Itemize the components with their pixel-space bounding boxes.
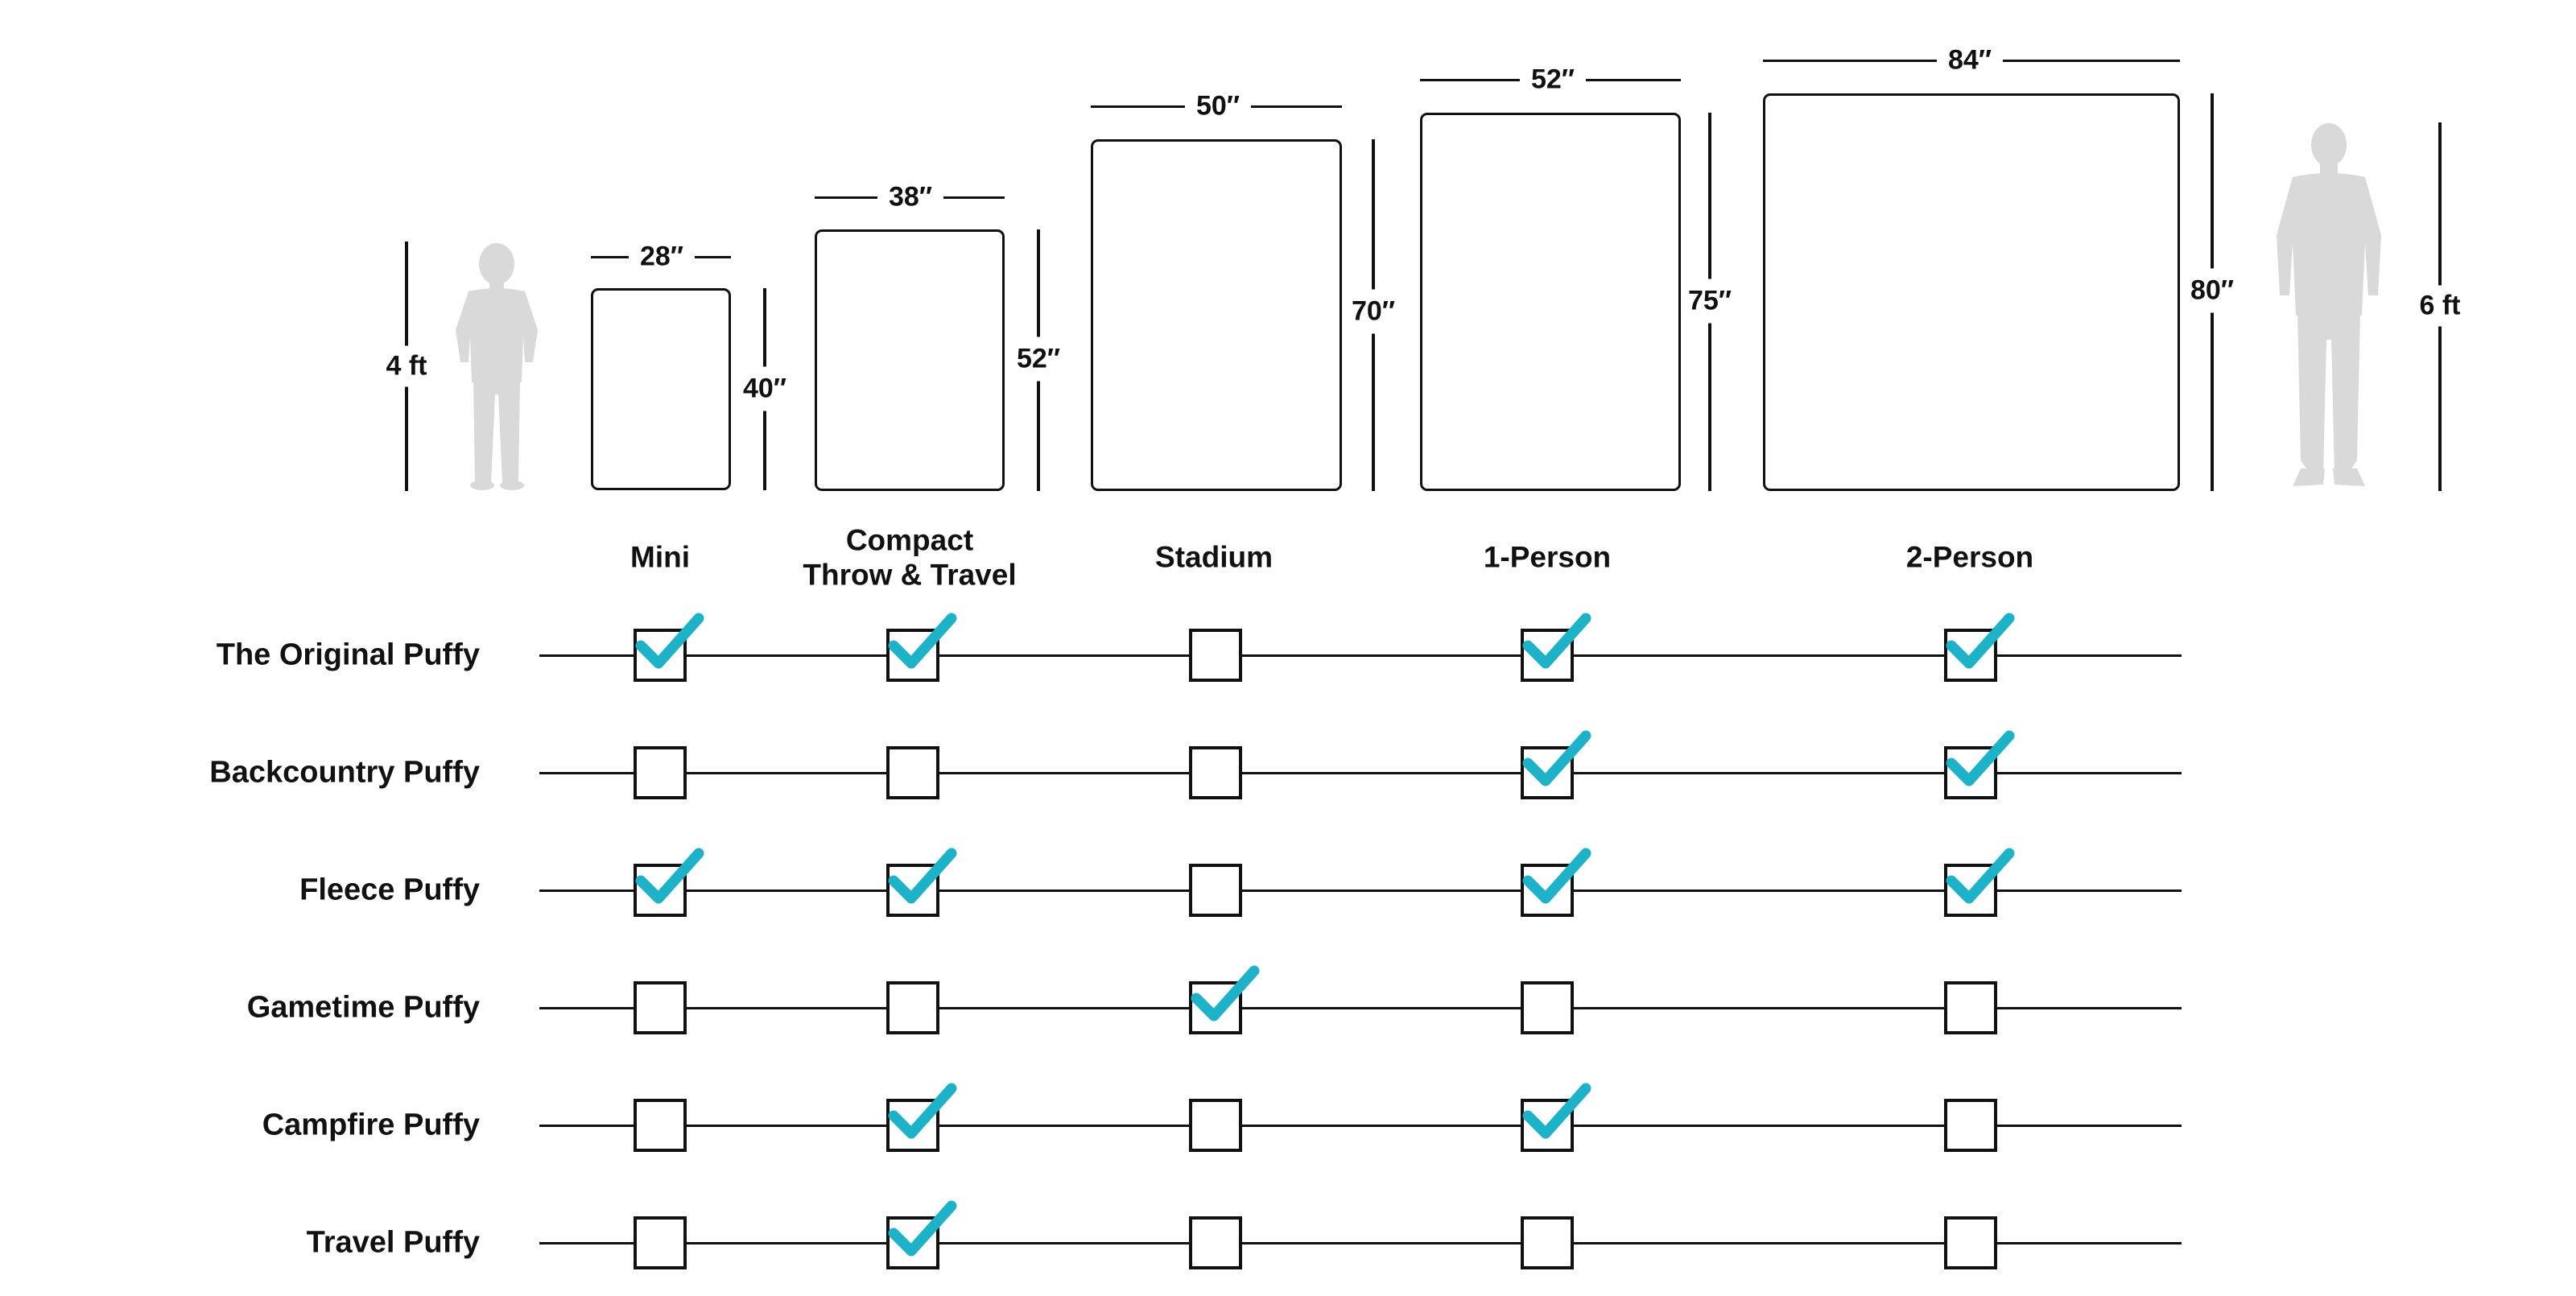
kid-height-label: 4 ft bbox=[386, 345, 427, 387]
checkmark-icon bbox=[888, 1200, 957, 1257]
availability-checkbox-stadium bbox=[1189, 864, 1242, 917]
checkmark-icon bbox=[1522, 1083, 1591, 1139]
height-label-stadium: 70″ bbox=[1351, 289, 1396, 334]
row-connector-line bbox=[539, 772, 2182, 774]
checkmark-icon bbox=[1522, 848, 1591, 904]
availability-checkbox-two_person bbox=[1944, 1216, 1997, 1269]
blanket-outline-two_person bbox=[1763, 93, 2180, 491]
availability-checkbox-compact bbox=[886, 981, 939, 1034]
height-label-one_person: 75″ bbox=[1687, 279, 1732, 324]
row-connector-line bbox=[539, 1007, 2182, 1009]
column-label-stadium: Stadium bbox=[1155, 540, 1273, 574]
blanket-outline-one_person bbox=[1420, 113, 1681, 491]
availability-checkbox-one_person bbox=[1521, 981, 1574, 1034]
availability-checkbox-mini bbox=[634, 981, 687, 1034]
column-label-2-person: 2-Person bbox=[1905, 540, 2034, 574]
column-label-1-person: 1-Person bbox=[1483, 540, 1612, 574]
width-label-stadium: 50″ bbox=[1184, 90, 1252, 122]
product-name: Fleece Puffy bbox=[299, 873, 480, 907]
column-label-mini: Mini bbox=[630, 540, 690, 574]
height-label-two_person: 80″ bbox=[2190, 268, 2235, 313]
row-connector-line bbox=[539, 889, 2182, 892]
child-silhouette-icon bbox=[456, 243, 538, 490]
column-label-compact: Compact Throw & Travel bbox=[803, 523, 1016, 592]
width-label-mini: 28″ bbox=[628, 241, 696, 273]
width-label-compact: 38″ bbox=[877, 181, 944, 213]
availability-checkbox-two_person bbox=[1944, 1099, 1997, 1152]
height-label-compact: 52″ bbox=[1016, 336, 1061, 382]
blanket-outline-compact bbox=[815, 229, 1005, 491]
blanket-outline-mini bbox=[591, 288, 731, 490]
checkmark-icon bbox=[1946, 730, 2015, 786]
column-label-compact-line1: Compact bbox=[845, 523, 974, 557]
availability-checkbox-stadium bbox=[1189, 1099, 1242, 1152]
row-connector-line bbox=[539, 654, 2182, 657]
checkmark-icon bbox=[888, 848, 957, 904]
width-label-one_person: 52″ bbox=[1519, 64, 1587, 96]
checkmark-icon bbox=[635, 613, 704, 669]
availability-checkbox-stadium bbox=[1189, 629, 1242, 682]
product-name: The Original Puffy bbox=[216, 638, 480, 672]
row-connector-line bbox=[539, 1125, 2182, 1127]
product-name: Campfire Puffy bbox=[262, 1108, 480, 1142]
product-name: Backcountry Puffy bbox=[209, 755, 480, 790]
availability-checkbox-one_person bbox=[1521, 1216, 1574, 1269]
availability-checkbox-stadium bbox=[1189, 746, 1242, 799]
checkmark-icon bbox=[1191, 965, 1260, 1022]
column-label-compact-line2: Throw & Travel bbox=[803, 558, 1017, 591]
product-name: Gametime Puffy bbox=[246, 990, 480, 1025]
checkmark-icon bbox=[888, 1083, 957, 1139]
product-name: Travel Puffy bbox=[306, 1225, 480, 1260]
availability-checkbox-mini bbox=[634, 1216, 687, 1269]
checkmark-icon bbox=[635, 848, 704, 904]
width-label-two_person: 84″ bbox=[1936, 44, 2004, 76]
availability-checkbox-compact bbox=[886, 746, 939, 799]
checkmark-icon bbox=[888, 613, 957, 669]
adult-silhouette-icon bbox=[2277, 123, 2381, 486]
blanket-outline-stadium bbox=[1091, 139, 1342, 491]
availability-checkbox-stadium bbox=[1189, 1216, 1242, 1269]
checkmark-icon bbox=[1522, 730, 1591, 786]
adult-height-label: 6 ft bbox=[2419, 285, 2461, 327]
checkmark-icon bbox=[1522, 613, 1591, 669]
availability-checkbox-mini bbox=[634, 746, 687, 799]
checkmark-icon bbox=[1946, 848, 2015, 904]
height-label-mini: 40″ bbox=[742, 366, 787, 411]
row-connector-line bbox=[539, 1242, 2182, 1244]
availability-checkbox-two_person bbox=[1944, 981, 1997, 1034]
availability-checkbox-mini bbox=[634, 1099, 687, 1152]
checkmark-icon bbox=[1946, 613, 2015, 669]
